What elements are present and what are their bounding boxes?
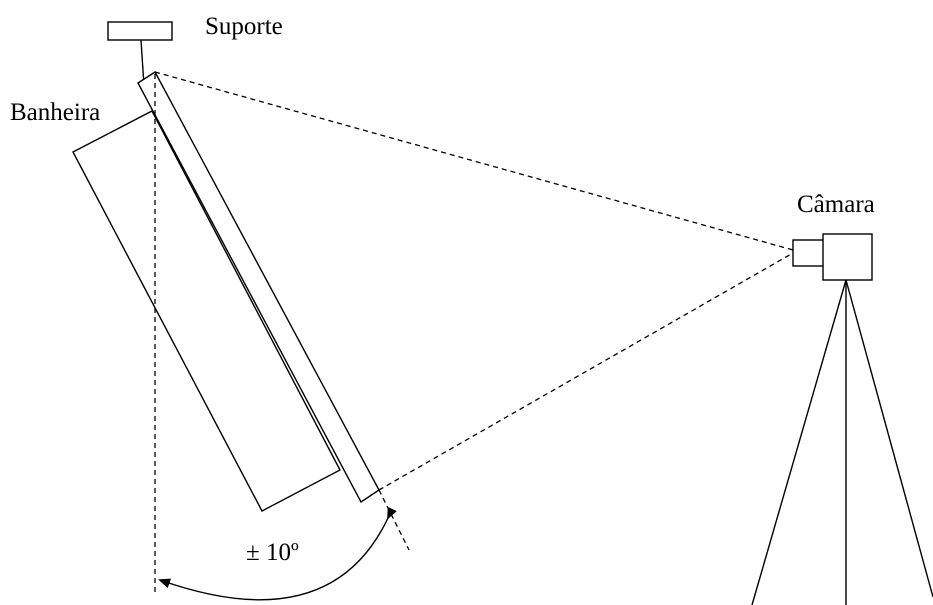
support-rod xyxy=(140,39,145,87)
tub-label: Banheira xyxy=(10,99,100,126)
view-line-bottom xyxy=(378,252,794,491)
camera-lens xyxy=(792,239,826,267)
camera-body xyxy=(822,233,873,281)
tilted-plate xyxy=(137,70,380,504)
tripod-leg-left xyxy=(751,279,847,605)
camera-label: Câmara xyxy=(797,191,875,218)
support-label: Suporte xyxy=(205,13,283,40)
angle-arc xyxy=(158,506,397,601)
view-line-top xyxy=(154,71,794,251)
tilt-axis-extension xyxy=(378,489,410,551)
tripod-leg-right xyxy=(845,279,933,598)
support-block xyxy=(107,21,173,41)
angle-label: ± 10º xyxy=(246,539,299,566)
tub-body xyxy=(72,110,341,512)
